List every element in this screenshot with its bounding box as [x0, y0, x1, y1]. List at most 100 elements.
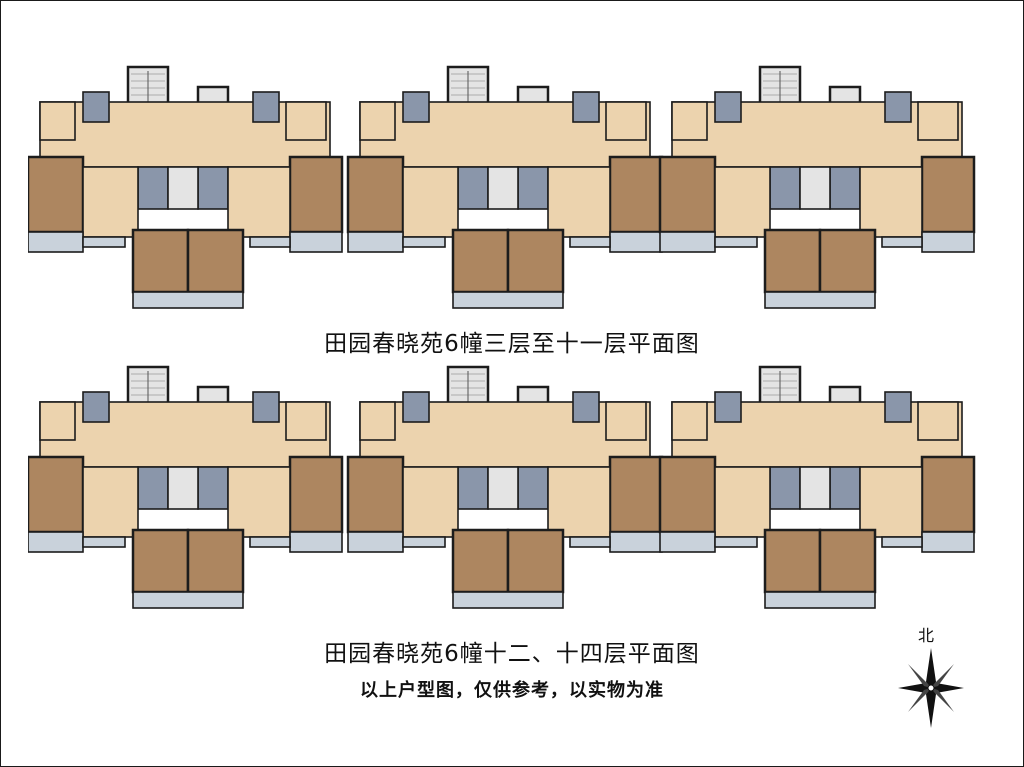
- bathroom: [82, 91, 110, 123]
- living-room: [547, 166, 611, 238]
- bathroom: [137, 466, 169, 510]
- floor-plan-drawing: [28, 65, 976, 309]
- balcony: [881, 236, 923, 248]
- balcony: [289, 531, 343, 553]
- bathroom: [769, 466, 801, 510]
- balcony: [921, 531, 975, 553]
- living-room: [547, 466, 611, 538]
- bedroom: [28, 455, 85, 534]
- living-room: [82, 466, 139, 538]
- bedroom: [920, 455, 976, 534]
- bathroom: [884, 91, 912, 123]
- balcony: [764, 291, 876, 309]
- kitchen: [359, 401, 396, 441]
- plan-caption-levels-3-11: 田园春晓苑6幢三层至十一层平面图: [324, 331, 700, 357]
- bathroom: [572, 91, 600, 123]
- kitchen: [917, 401, 959, 441]
- bedroom: [288, 455, 344, 534]
- living-room: [402, 166, 459, 238]
- kitchen: [285, 101, 327, 141]
- bathroom: [252, 391, 280, 423]
- bedroom: [451, 528, 510, 594]
- balcony: [452, 291, 564, 309]
- balcony: [569, 536, 611, 548]
- compass-rose-icon: [898, 648, 964, 728]
- balcony: [609, 531, 663, 553]
- bathroom: [402, 91, 430, 123]
- balcony: [764, 591, 876, 609]
- bathroom: [197, 166, 229, 210]
- living-room: [82, 166, 139, 238]
- bathroom: [572, 391, 600, 423]
- bathroom: [457, 466, 489, 510]
- balcony: [28, 531, 84, 553]
- kitchen: [359, 101, 396, 141]
- balcony: [402, 536, 446, 548]
- living-room: [714, 466, 771, 538]
- disclaimer-text: 以上户型图，仅供参考，以实物为准: [360, 680, 664, 701]
- balcony: [402, 236, 446, 248]
- bedroom: [818, 528, 877, 594]
- kitchen: [917, 101, 959, 141]
- bedroom: [506, 228, 565, 294]
- bedroom: [608, 455, 664, 534]
- bedroom: [658, 455, 717, 534]
- balcony: [347, 231, 404, 253]
- floor-plan-drawing: [28, 365, 976, 609]
- bedroom: [28, 155, 85, 234]
- kitchen: [39, 401, 76, 441]
- bathroom: [252, 91, 280, 123]
- kitchen: [605, 401, 647, 441]
- bedroom: [818, 228, 877, 294]
- bathroom: [829, 166, 861, 210]
- living-room: [859, 466, 923, 538]
- balcony: [921, 231, 975, 253]
- light-well: [487, 466, 519, 510]
- balcony: [289, 231, 343, 253]
- bedroom: [346, 455, 405, 534]
- floor-plan-levels-12-14: [28, 362, 996, 612]
- bathroom: [769, 166, 801, 210]
- kitchen: [671, 401, 708, 441]
- balcony: [659, 531, 716, 553]
- bedroom: [288, 155, 344, 234]
- balcony: [452, 591, 564, 609]
- balcony: [609, 231, 663, 253]
- balcony: [714, 236, 758, 248]
- kitchen: [39, 101, 76, 141]
- kitchen: [605, 101, 647, 141]
- bathroom: [884, 391, 912, 423]
- balcony: [82, 536, 126, 548]
- bathroom: [457, 166, 489, 210]
- plan-caption-levels-12-14: 田园春晓苑6幢十二、十四层平面图: [324, 641, 700, 667]
- living-room: [227, 466, 291, 538]
- north-label: 北: [918, 626, 935, 645]
- balcony: [28, 231, 84, 253]
- bathroom: [517, 466, 549, 510]
- balcony: [249, 536, 291, 548]
- bedroom: [506, 528, 565, 594]
- bedroom: [186, 228, 245, 294]
- bathroom: [197, 466, 229, 510]
- bedroom: [451, 228, 510, 294]
- light-well: [799, 466, 831, 510]
- living-room: [227, 166, 291, 238]
- bedroom: [131, 228, 190, 294]
- bathroom: [829, 466, 861, 510]
- light-well: [167, 166, 199, 210]
- balcony: [569, 236, 611, 248]
- bathroom: [82, 391, 110, 423]
- living-room: [402, 466, 459, 538]
- bedroom: [763, 528, 822, 594]
- balcony: [82, 236, 126, 248]
- bedroom: [763, 228, 822, 294]
- light-well: [799, 166, 831, 210]
- bathroom: [137, 166, 169, 210]
- bedroom: [346, 155, 405, 234]
- bathroom: [517, 166, 549, 210]
- kitchen: [671, 101, 708, 141]
- bedroom: [186, 528, 245, 594]
- bathroom: [402, 391, 430, 423]
- living-zone: [671, 401, 963, 468]
- bathroom: [714, 91, 742, 123]
